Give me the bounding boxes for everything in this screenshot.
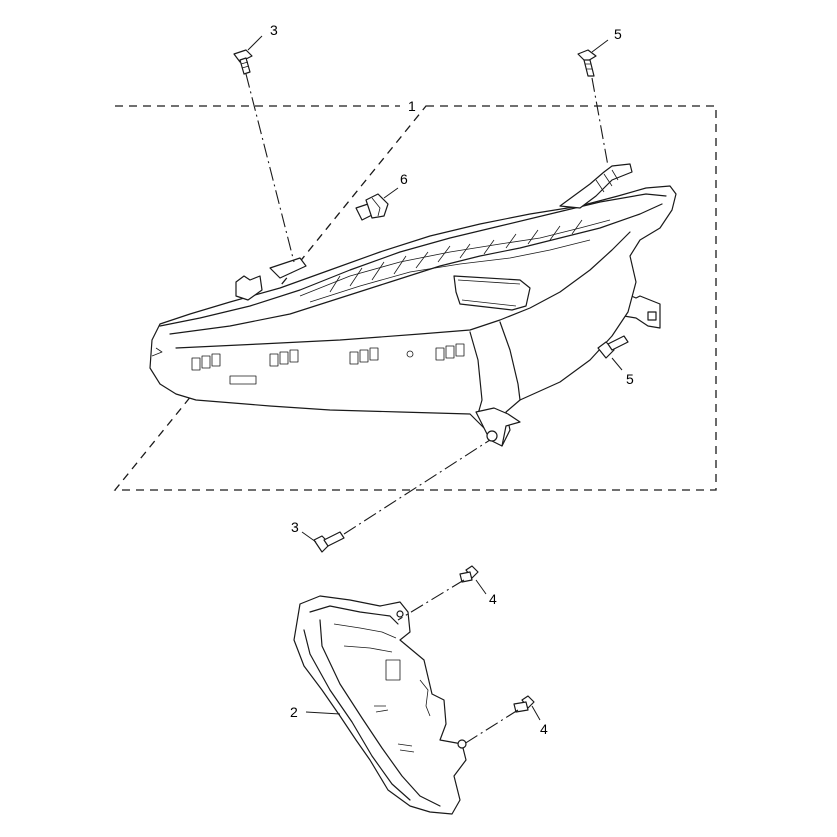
callout-leaders	[247, 35, 623, 721]
bulb-6	[355, 193, 389, 221]
callout-2: 2	[290, 704, 298, 720]
headlamp-assembly-boundary	[113, 105, 717, 491]
callout-6: 6	[400, 171, 408, 187]
callout-3-bottom: 3	[291, 519, 299, 535]
callout-4-lower: 4	[540, 721, 548, 737]
callout-5-top: 5	[614, 26, 622, 42]
screw-5-side	[597, 335, 629, 359]
screw-4-upper	[459, 565, 479, 583]
callout-3-top: 3	[270, 22, 278, 38]
screw-3-top	[233, 49, 253, 75]
screw-4-lower	[513, 695, 535, 713]
assembly-centerlines	[245, 73, 609, 745]
screw-3-bottom	[313, 531, 345, 553]
callout-1: 1	[408, 98, 416, 114]
headlamp-assembly	[149, 163, 677, 447]
callout-4-upper: 4	[489, 591, 497, 607]
callout-5-side: 5	[626, 371, 634, 387]
screw-5-top	[577, 49, 597, 77]
lamp-housing-part	[293, 595, 467, 815]
